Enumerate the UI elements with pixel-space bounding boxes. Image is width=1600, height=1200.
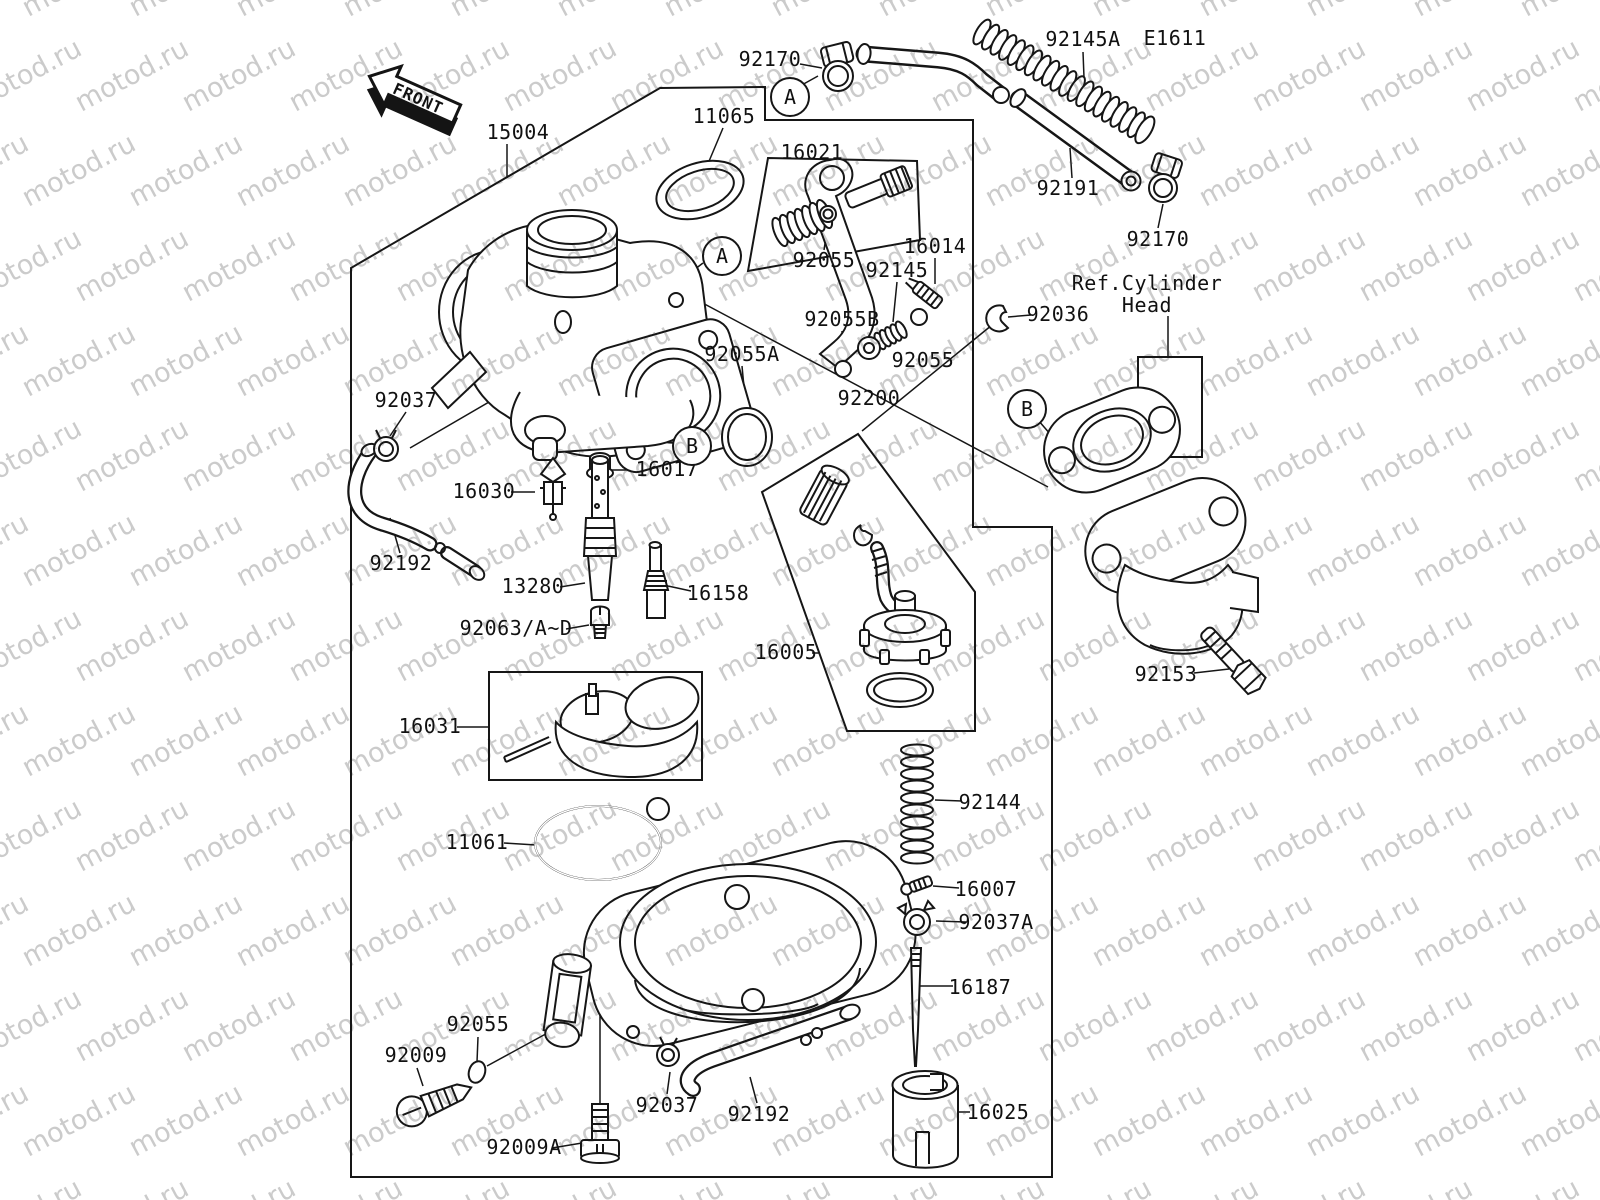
bowl-gasket-11061 [534, 797, 670, 881]
vent-hose-top [855, 43, 1010, 104]
jet-needle-16187 [909, 947, 923, 1067]
float-valve-16030 [539, 456, 567, 521]
hose-clamp-right [1148, 152, 1183, 203]
fuel-hose-bottom [679, 1003, 861, 1097]
bolt-92009a [580, 1103, 620, 1164]
slide-16025 [891, 1070, 959, 1169]
washer-92200 [857, 336, 881, 360]
slide-spring-92144 [900, 743, 934, 865]
clamp-92037-bottom [656, 1036, 680, 1067]
screw-jet-92063 [590, 605, 610, 639]
screw-16007 [900, 875, 934, 896]
cap-assembly-16005 [799, 464, 951, 708]
spiral-tube [972, 18, 1156, 145]
front-direction-arrow: FRONT [366, 63, 463, 137]
bolt-92153 [1200, 626, 1267, 696]
o-ring-92055-bottom [467, 1060, 487, 1084]
clamp-92037a [896, 899, 936, 936]
float-16031 [503, 676, 700, 779]
hose-clamp-top [819, 40, 855, 92]
float-bowl [542, 840, 917, 1048]
clamp-92037-left [373, 429, 399, 462]
manifold-gasket [1043, 386, 1181, 494]
main-jet-13280 [582, 455, 618, 601]
o-ring-92055b [834, 360, 852, 378]
intake-manifold [1043, 386, 1259, 655]
fuel-hose-left [347, 442, 486, 581]
fuel-tube-92191 [1009, 88, 1142, 192]
spring-92145 [873, 320, 908, 351]
o-ring-92055-mid [910, 308, 928, 326]
jet-16158 [642, 541, 670, 619]
drain-screw-92009 [395, 1083, 473, 1128]
o-ring-92055a [721, 407, 773, 467]
ring-11065 [655, 159, 745, 221]
clip-92036 [985, 304, 1010, 333]
throttle-valve-set [771, 165, 913, 248]
pilot-screw-16014 [904, 277, 944, 310]
